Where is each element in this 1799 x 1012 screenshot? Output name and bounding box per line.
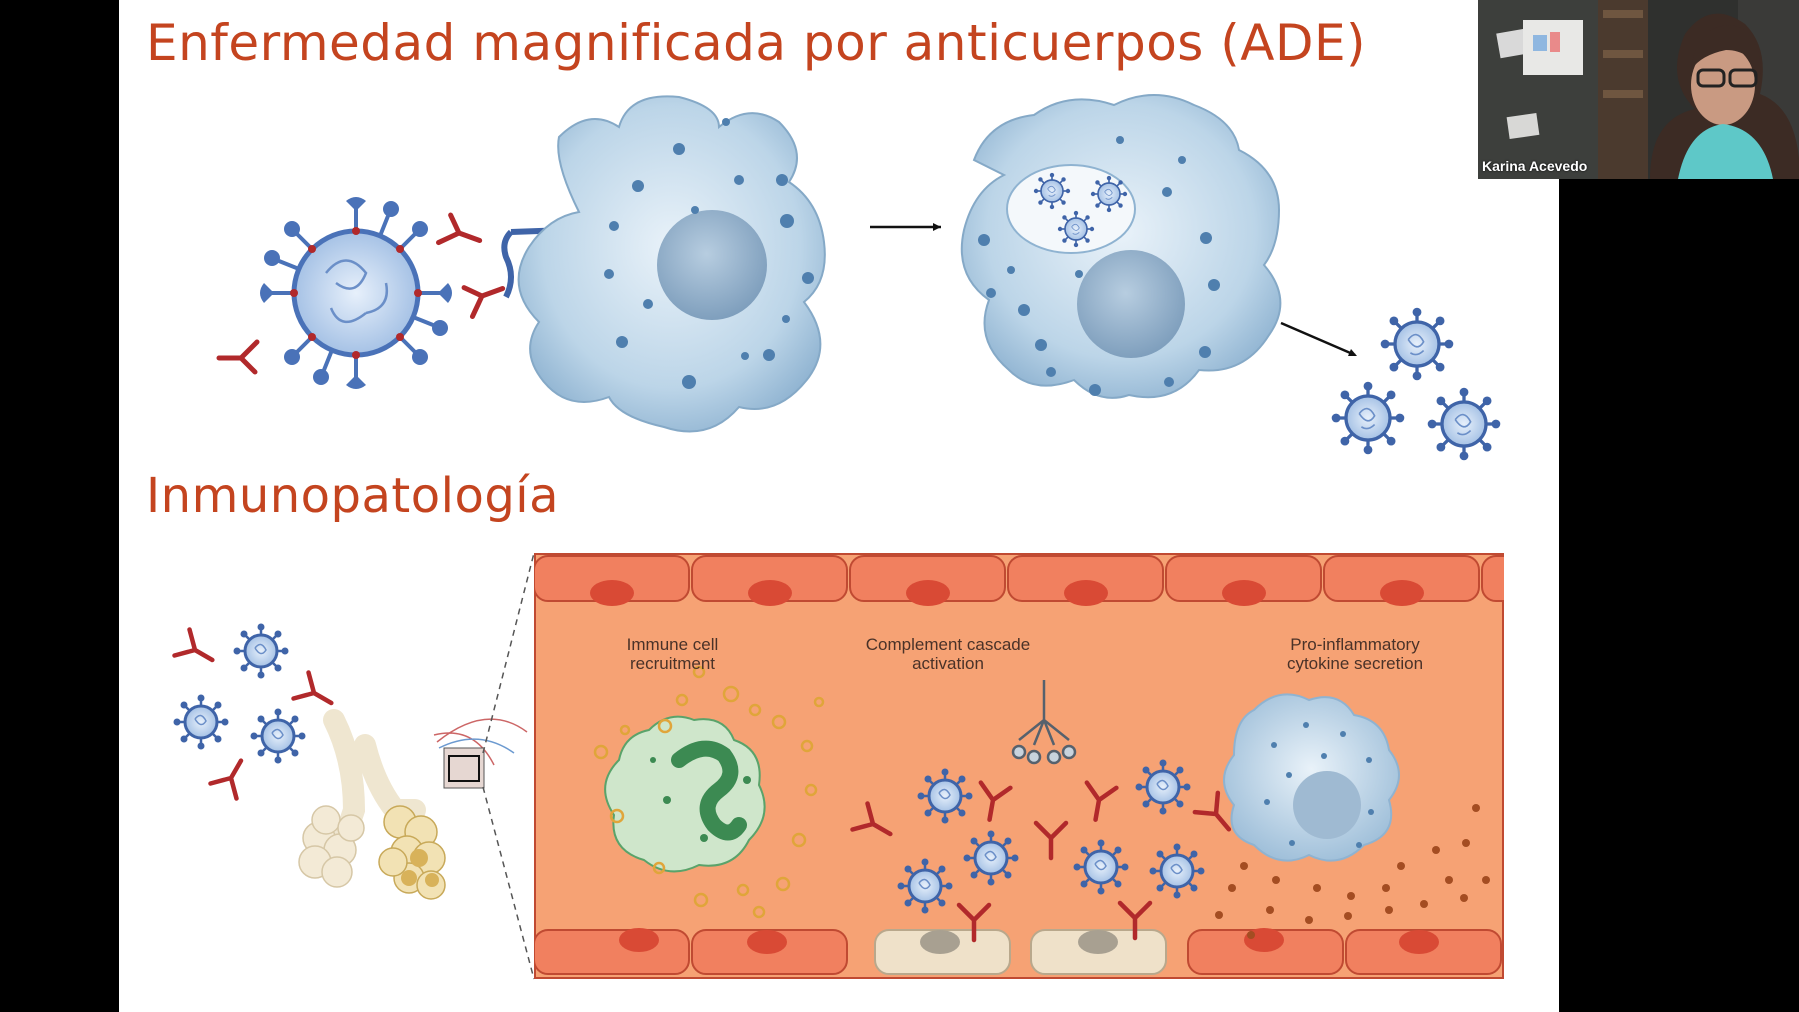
cytokine-secretion-label: Pro-inflammatory cytokine secretion (1286, 635, 1424, 673)
released-virus-icon (1330, 306, 1502, 462)
infected-macrophage-icon (960, 94, 1282, 399)
immune-cell-recruitment-label: Immune cell recruitment (626, 635, 719, 673)
participant-video-tile[interactable]: Karina Acevedo (1478, 0, 1799, 179)
ade-illustration (119, 94, 1502, 462)
blood-vessel-diagram (534, 553, 1504, 979)
monocyte-icon (1223, 693, 1400, 862)
macrophage-icon (517, 95, 826, 433)
complement-complex-icon (1011, 680, 1077, 765)
complement-cascade-label: Complement cascade activation (865, 635, 1031, 673)
virus-antibody-cluster (172, 622, 339, 799)
virus-antibody-complex (853, 758, 1241, 941)
alveoli-icon (298, 709, 528, 900)
coronavirus-icon (260, 197, 452, 389)
neutrophil-icon (604, 715, 766, 873)
participant-name: Karina Acevedo (1482, 158, 1588, 174)
immunopathology-title: Inmunopatología (146, 468, 560, 524)
ade-title: Enfermedad magnificada por anticuerpos (… (146, 14, 1367, 72)
arrow-icon (1280, 321, 1356, 357)
participant-video (1478, 0, 1799, 179)
presentation-slide: Enfermedad magnificada por anticuerpos (… (119, 0, 1559, 1012)
